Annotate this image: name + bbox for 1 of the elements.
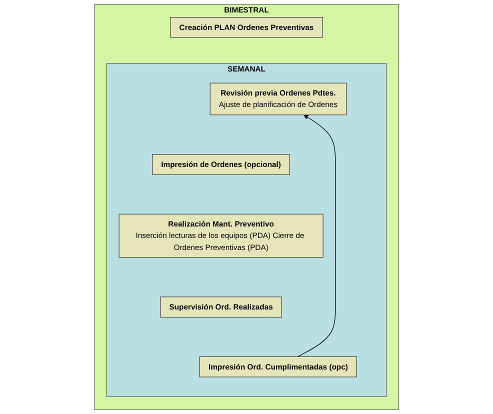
- arrow: [297, 114, 336, 358]
